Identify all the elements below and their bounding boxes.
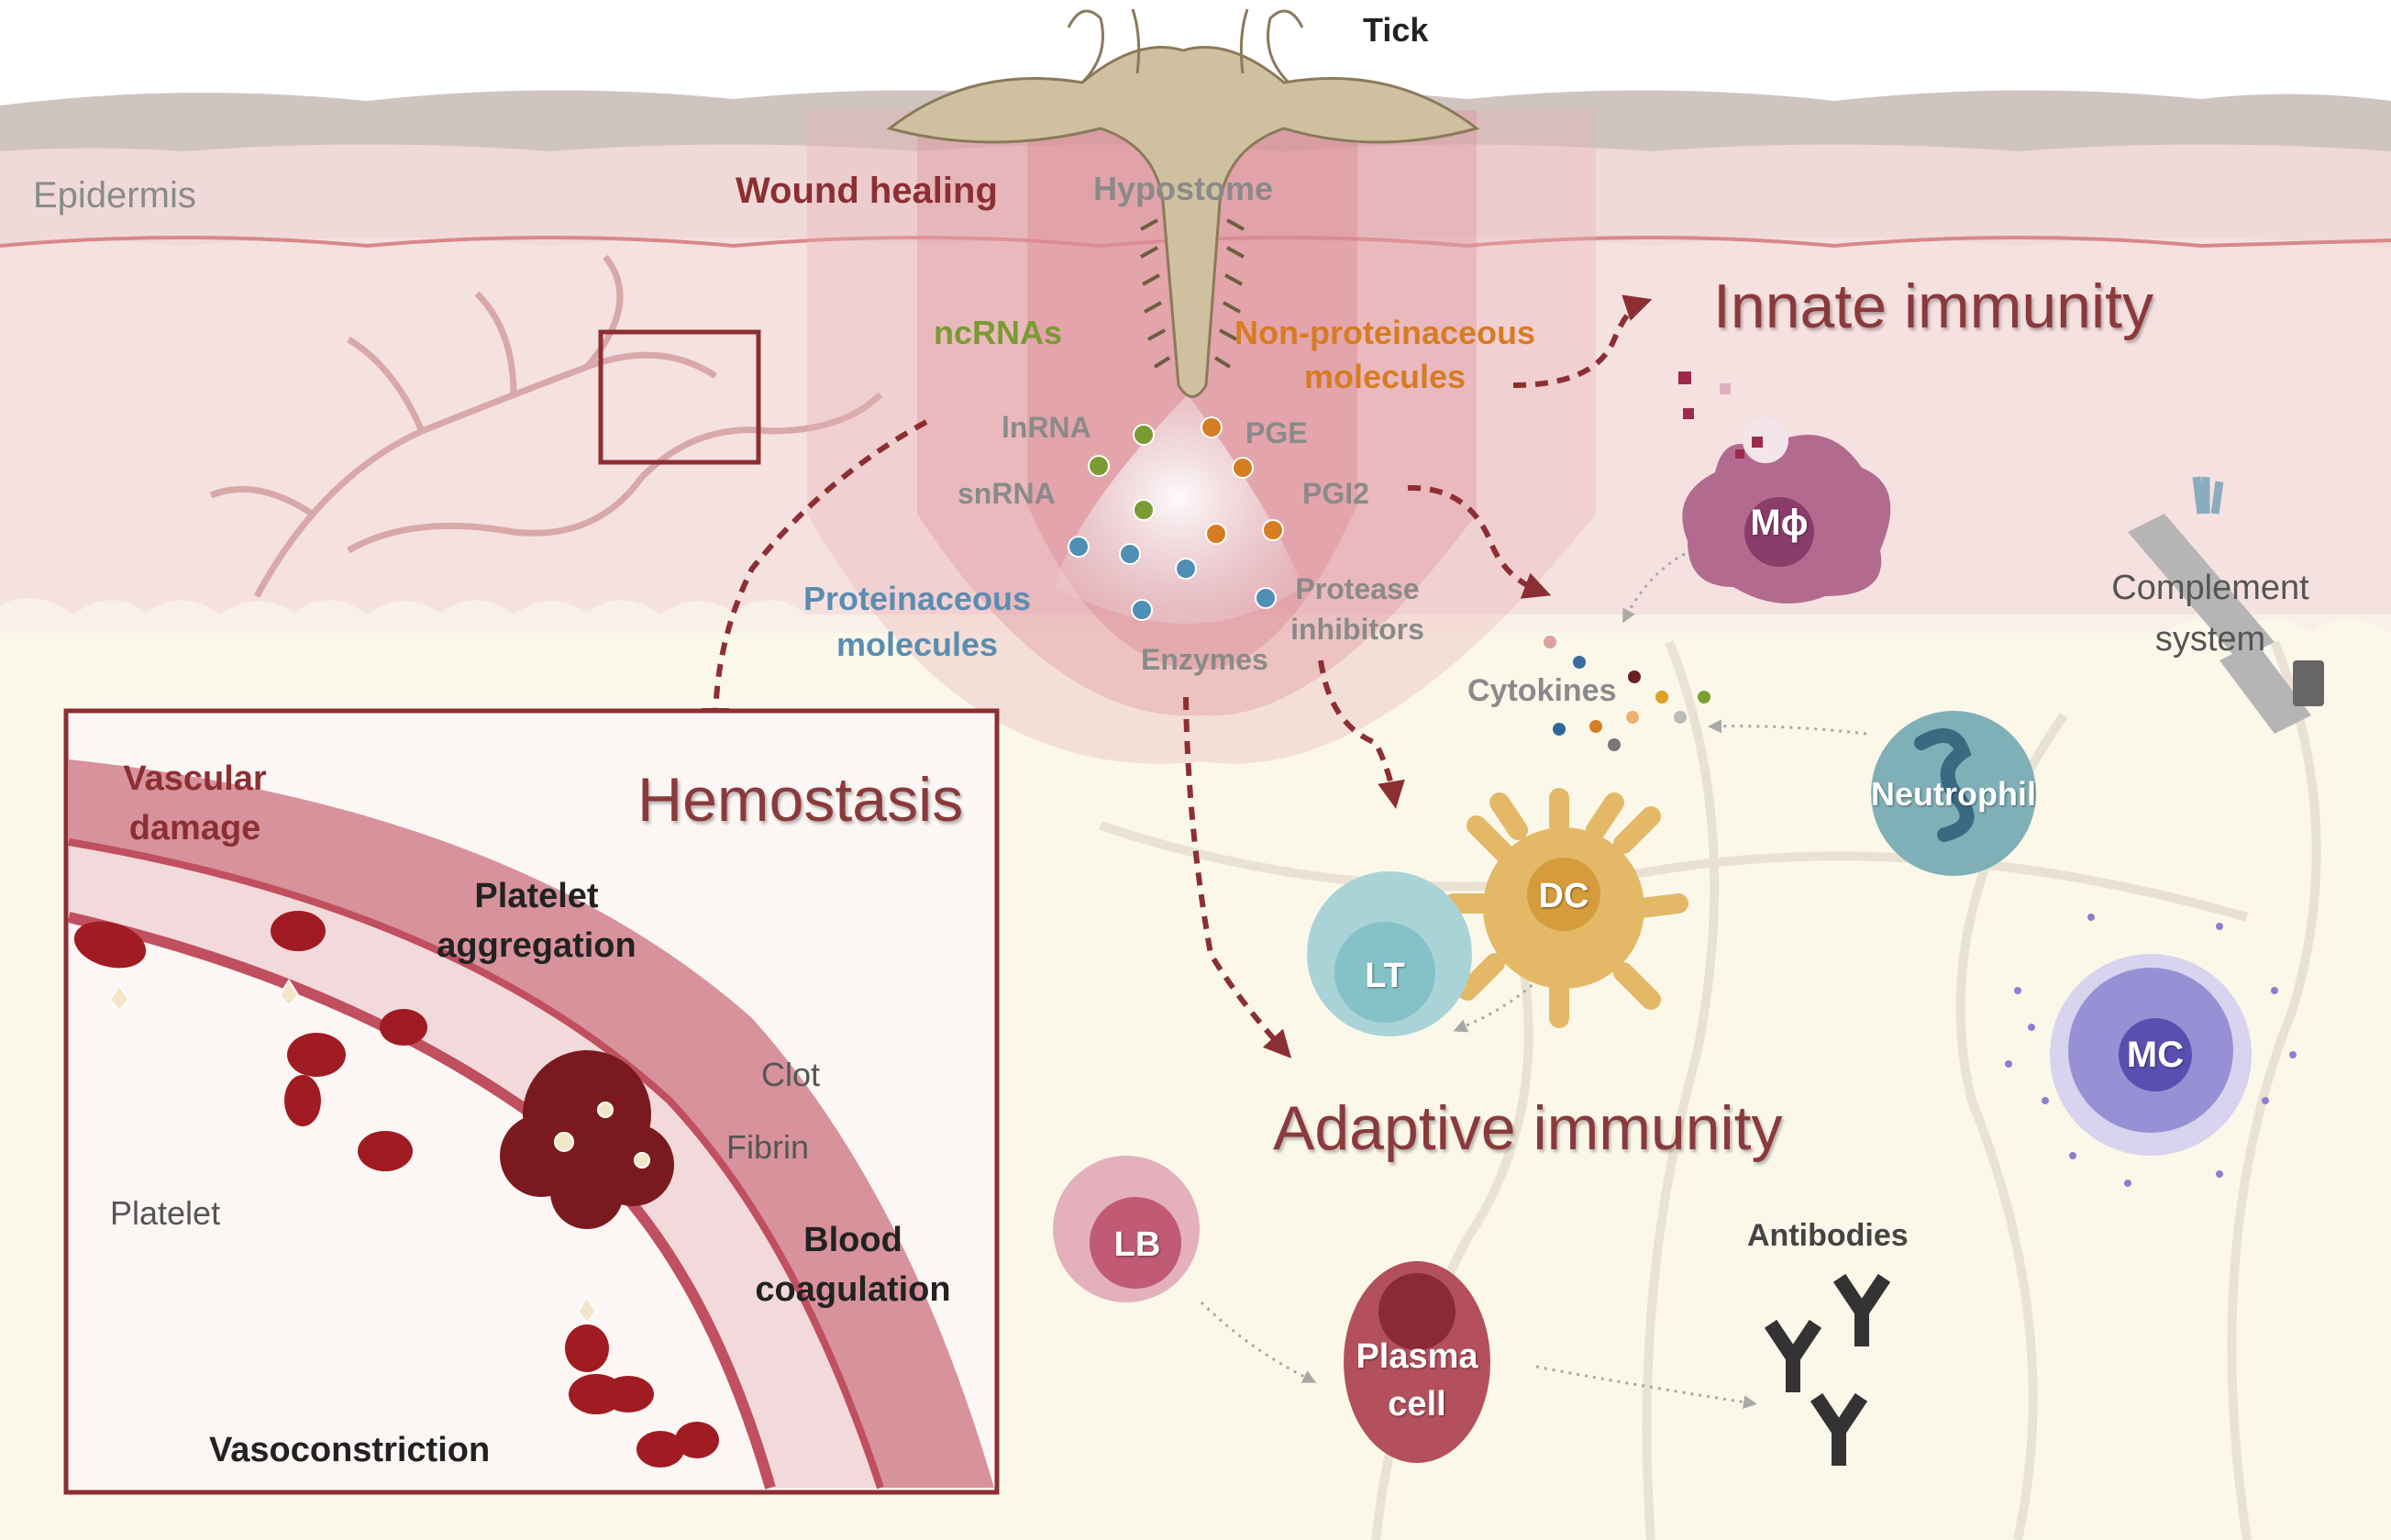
non-proteinaceous-label-line2: molecules bbox=[1303, 358, 1467, 395]
t-lymphocyte-cell bbox=[1307, 871, 1472, 1036]
clot-label: Clot bbox=[761, 1056, 821, 1093]
mast-cell bbox=[2005, 914, 2297, 1187]
tick-label: Tick bbox=[1363, 11, 1429, 49]
antibody-shapes bbox=[1764, 1273, 1891, 1466]
molecule-beads bbox=[1068, 416, 1284, 621]
macrophage-debris bbox=[1678, 371, 1763, 459]
hypostome-denticles bbox=[1140, 218, 1245, 369]
lt-label: LT bbox=[1365, 957, 1405, 995]
ncrnas-label: ncRNAs bbox=[934, 314, 1063, 351]
dc-label: DC bbox=[1538, 877, 1589, 915]
innate-immunity-title: Innate immunity bbox=[1713, 271, 2153, 341]
adaptive-immunity-title: Adaptive immunity bbox=[1273, 1093, 1783, 1163]
non-proteinaceous-label-line1: Non-proteinaceous bbox=[1234, 314, 1536, 351]
b-lymphocyte-cell bbox=[1053, 1156, 1200, 1302]
platelet-label: Platelet bbox=[110, 1194, 221, 1232]
blood-vessel bbox=[67, 759, 994, 1490]
blood-coagulation-label-line2: coagulation bbox=[755, 1270, 951, 1309]
epidermis-label: Epidermis bbox=[33, 175, 196, 216]
plasma-cell bbox=[1344, 1261, 1490, 1463]
enzymes-label: Enzymes bbox=[1141, 643, 1268, 676]
wound-healing-label: Wound healing bbox=[736, 171, 998, 211]
plasma-cell-label-line2: cell bbox=[1388, 1385, 1446, 1424]
fibrin-label: Fibrin bbox=[726, 1128, 810, 1166]
plasma-cell-label-line1: Plasma bbox=[1356, 1337, 1478, 1376]
complement-label-line1: Complement bbox=[2111, 569, 2309, 607]
cytokines-label: Cytokines bbox=[1467, 673, 1617, 708]
platelet-aggregation-label-line1: Platelet bbox=[474, 877, 599, 915]
lb-label: LB bbox=[1113, 1225, 1161, 1264]
mc-label: MC bbox=[2126, 1035, 2185, 1075]
blood-coagulation-label-line1: Blood bbox=[803, 1221, 902, 1259]
platelet-aggregation-label-line2: aggregation bbox=[437, 926, 636, 965]
platelets bbox=[108, 979, 650, 1324]
dashed-arrows bbox=[702, 294, 1653, 1058]
hemostasis-title: Hemostasis bbox=[637, 765, 964, 835]
proteinaceous-label-line1: Proteinaceous bbox=[803, 580, 1032, 617]
snrna-label: snRNA bbox=[958, 477, 1056, 510]
saliva-cone bbox=[1055, 394, 1302, 624]
vasoconstriction-label: Vasoconstriction bbox=[209, 1431, 491, 1469]
neutrophil-cell bbox=[1871, 711, 2036, 876]
neutrophil-label: Neutrophil bbox=[1871, 775, 2036, 813]
pge-label: PGE bbox=[1245, 416, 1308, 449]
vascular-damage-label-line1: Vascular bbox=[123, 759, 267, 798]
red-blood-cells bbox=[73, 911, 719, 1468]
protease-inhibitors-label-line2: inhibitors bbox=[1290, 613, 1424, 646]
dermal-capillaries bbox=[209, 254, 883, 598]
lnrna-label: lnRNA bbox=[1002, 411, 1091, 444]
proteinaceous-label-line2: molecules bbox=[836, 626, 999, 663]
tick-mouthparts bbox=[886, 8, 1480, 398]
pgi2-label: PGI2 bbox=[1302, 477, 1369, 510]
zoom-box bbox=[598, 329, 761, 465]
complement-protein bbox=[2128, 476, 2324, 734]
vascular-damage-label-line2: damage bbox=[128, 809, 261, 848]
dendritic-cell bbox=[1444, 788, 1688, 1028]
macrophage-cell bbox=[1682, 417, 1891, 604]
protease-inhibitors-label-line1: Protease bbox=[1295, 572, 1420, 605]
antibodies-label: Antibodies bbox=[1747, 1218, 1909, 1253]
complement-label-line2: system bbox=[2154, 620, 2266, 659]
hypostome-label: Hypostome bbox=[1093, 170, 1274, 207]
macrophage-label: Mϕ bbox=[1750, 503, 1809, 543]
cytokine-dots bbox=[1544, 636, 1710, 751]
